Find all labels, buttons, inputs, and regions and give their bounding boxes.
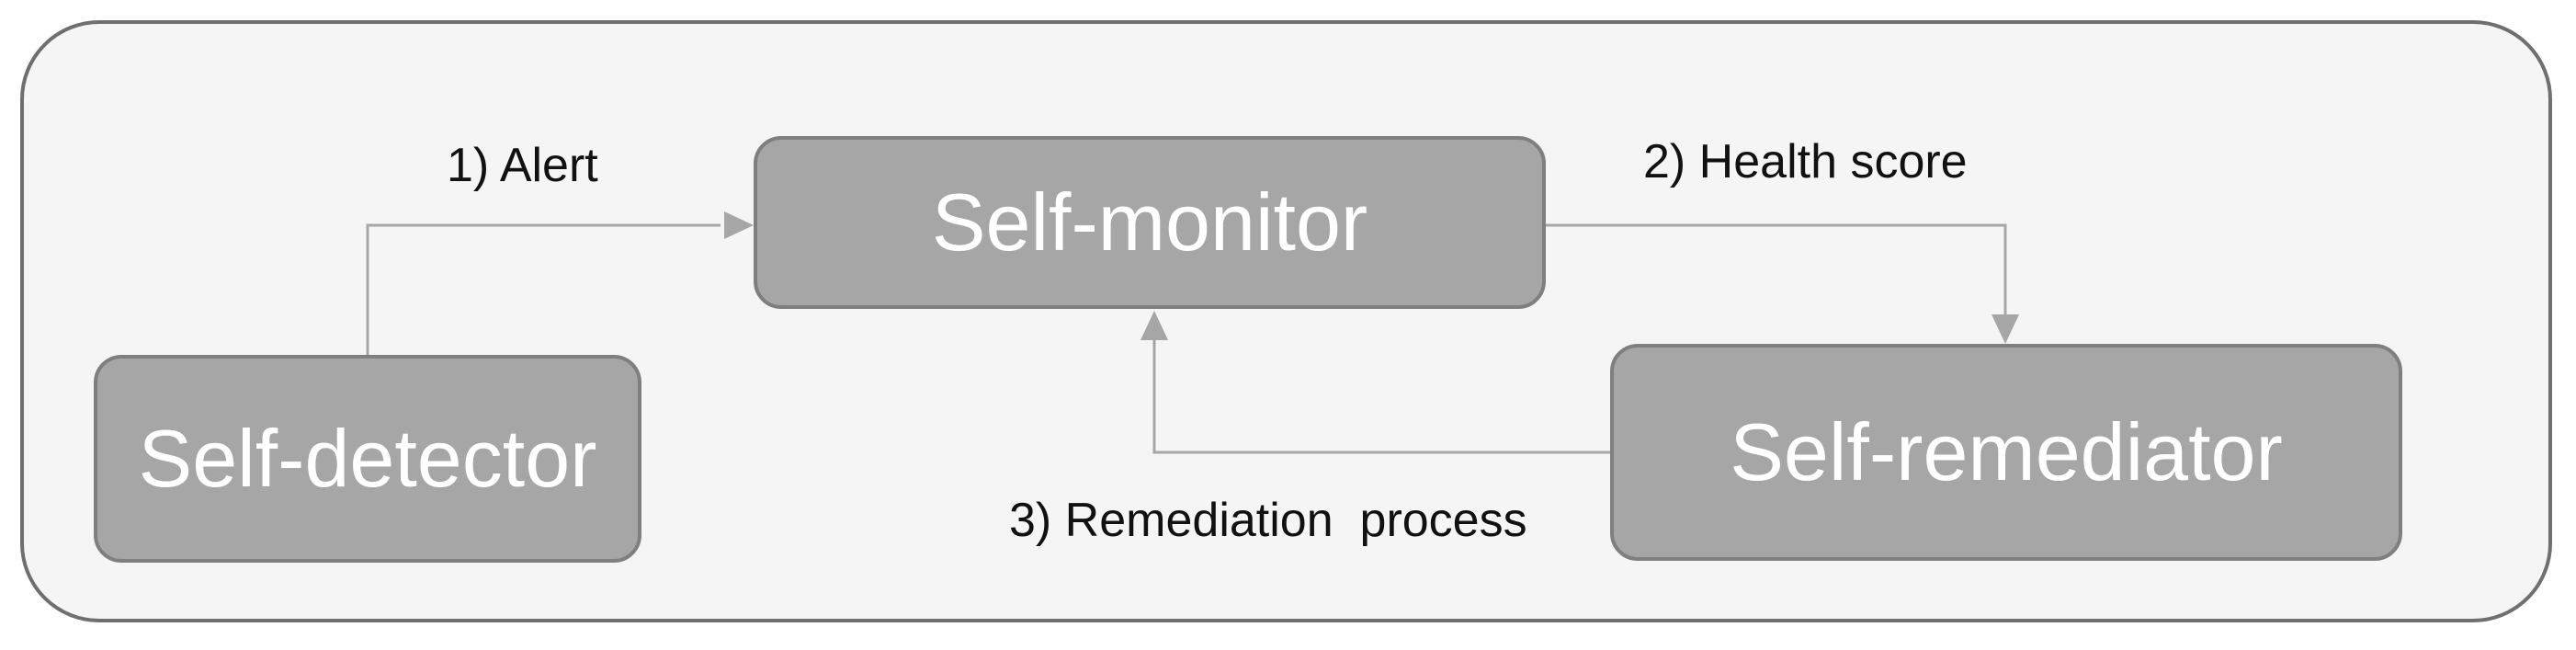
self-detector-label: Self-detector [138,413,597,504]
self-monitor-label: Self-monitor [931,177,1368,268]
self-monitor-node: Self-monitor [754,136,1546,309]
self-remediator-node: Self-remediator [1610,344,2402,561]
self-detector-node: Self-detector [94,355,641,563]
alert-edge-label: 1) Alert [447,139,598,192]
health-score-edge-label: 2) Health score [1643,135,1968,188]
self-remediator-label: Self-remediator [1730,406,2283,497]
remediation-process-edge-label: 3) Remediation process [1009,494,1527,547]
